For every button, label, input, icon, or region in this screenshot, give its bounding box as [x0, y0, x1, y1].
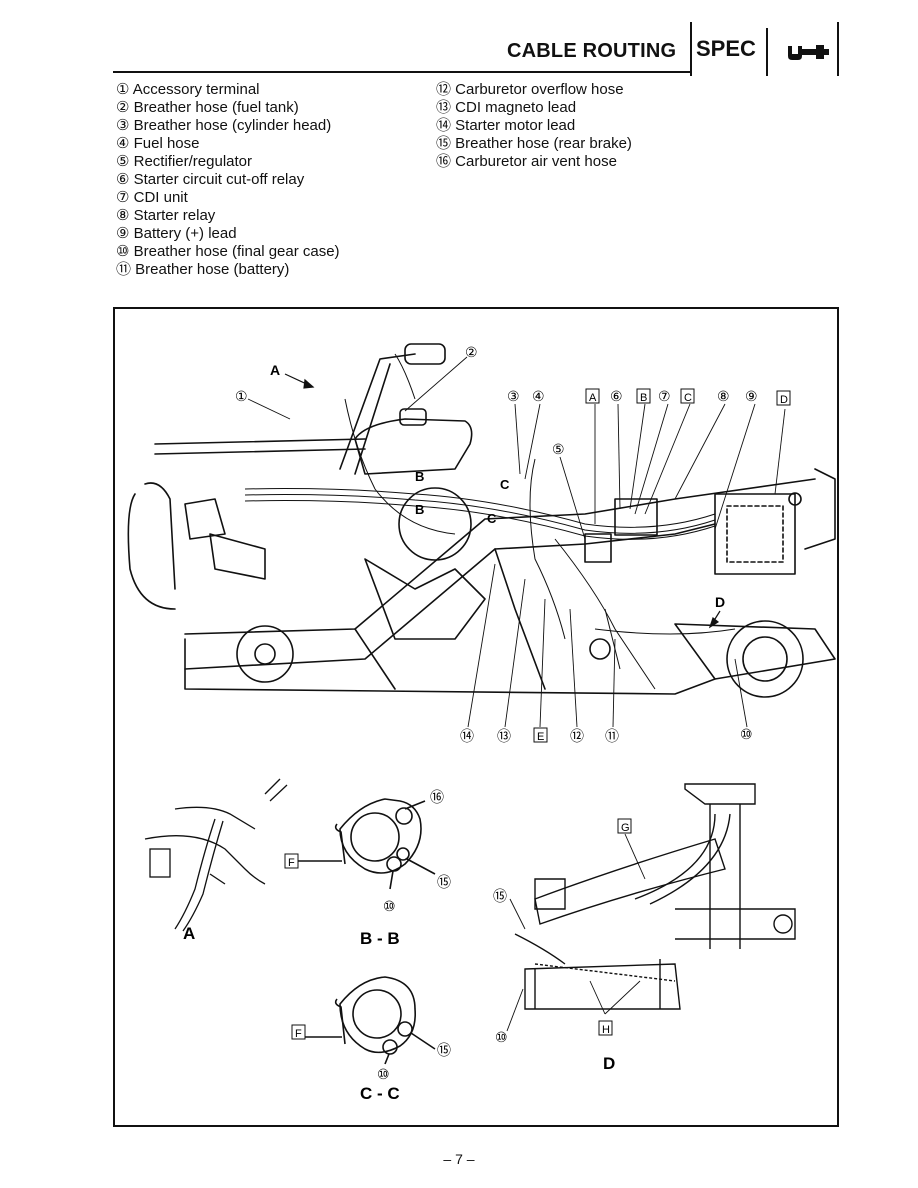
section-callout: ⑩: [495, 1029, 508, 1045]
front-bumper: [127, 493, 176, 610]
legend-item: ⑯ Carburetor air vent hose: [436, 153, 617, 170]
detail-b-label: B - B: [360, 929, 400, 948]
callout: ⑭: [460, 728, 474, 744]
frame-upper-rail: [184, 478, 816, 635]
badge-divider: [837, 22, 839, 76]
section-callout: ⑮: [493, 888, 507, 904]
section-c-marker: C: [487, 511, 497, 526]
steering-column: [339, 353, 416, 470]
callout: ④: [532, 388, 545, 404]
frame-mid-rail: [184, 523, 716, 670]
callout: ⑨: [745, 388, 758, 404]
legend-left: ① Accessory terminal ② Breather hose (fu…: [116, 81, 340, 279]
detail-a-label: A: [183, 924, 195, 943]
callout: ⑪: [605, 728, 619, 744]
section-badge: SPEC: [690, 22, 840, 76]
diagram-frame: A D B B C C ② ③ ④ A ⑥ B ⑦ C ⑧ ⑨ D ① ⑤ ⑭: [113, 307, 839, 1127]
callout: ③: [507, 388, 520, 404]
detail-d-drawing: [514, 783, 796, 1010]
legend-item: ① Accessory terminal: [116, 81, 260, 98]
legend-right: ⑫ Carburetor overflow hose ⑬ CDI magneto…: [436, 81, 632, 171]
rear-fender: [804, 468, 836, 550]
engine-case: [364, 558, 486, 640]
legend-item: ⑤ Rectifier/regulator: [116, 153, 252, 170]
header-rule: [113, 71, 691, 73]
callout: ①: [235, 388, 248, 404]
callout: ⑫: [570, 728, 584, 744]
legend-item: ④ Fuel hose: [116, 135, 200, 152]
callout: A: [589, 392, 597, 404]
handlebar: [154, 438, 366, 445]
rectifier: [584, 533, 612, 563]
legend-item: ⑨ Battery (+) lead: [116, 225, 237, 242]
callout: ⑩: [740, 726, 753, 742]
badge-divider: [690, 22, 692, 76]
wrench-icon: [788, 45, 829, 60]
legend-item: ⑭ Starter motor lead: [436, 117, 576, 134]
callout: D: [780, 394, 788, 406]
callout: E: [537, 731, 544, 743]
callout: ⑤: [552, 441, 565, 457]
view-a-arrow-label: A: [270, 362, 280, 378]
fuel-cap: [399, 408, 427, 426]
legend-item: ③ Breather hose (cylinder head): [116, 117, 332, 134]
cable-bundle: [244, 353, 736, 690]
front-diff: [236, 625, 294, 683]
bottom-callouts: ⑭ ⑬ E ⑫ ⑪ ⑩: [460, 726, 753, 744]
detail-c-drawing: [305, 976, 436, 1065]
section-callout: ⑯: [430, 789, 444, 805]
detail-c-label: C - C: [360, 1084, 400, 1103]
callout: ⑦: [658, 388, 671, 404]
callout: ⑧: [717, 388, 730, 404]
legend-item: ⑧ Starter relay: [116, 207, 216, 224]
legend-item: ⑬ CDI magneto lead: [436, 99, 577, 116]
callout: C: [684, 392, 692, 404]
fuel-tank: [354, 418, 473, 475]
page-number: – 7 –: [443, 1151, 475, 1167]
badge-divider: [766, 28, 768, 76]
battery-box: [714, 493, 796, 575]
legend-item: ⑮ Breather hose (rear brake): [436, 135, 632, 152]
final-gear-case: [726, 620, 804, 698]
callout: ②: [465, 344, 478, 360]
top-callouts: ② ③ ④ A ⑥ B ⑦ C ⑧ ⑨ D ① ⑤: [235, 344, 791, 457]
legend-item: ⑩ Breather hose (final gear case): [116, 243, 340, 260]
page-title: CABLE ROUTING: [507, 40, 677, 62]
detail-d-label: D: [603, 1054, 615, 1073]
section-label: SPEC: [696, 36, 756, 61]
air-filter: [184, 498, 226, 540]
cable-routing-diagram: A D B B C C ② ③ ④ A ⑥ B ⑦ C ⑧ ⑨ D ① ⑤ ⑭: [127, 343, 836, 1103]
section-callout: H: [602, 1024, 610, 1036]
callout: ⑥: [610, 388, 623, 404]
legend-item: ⑫ Carburetor overflow hose: [436, 81, 624, 98]
frame-lower-rail: [184, 638, 716, 695]
section-c-marker: C: [500, 477, 510, 492]
legend-item: ⑪ Breather hose (battery): [116, 261, 290, 278]
legend-item: ⑦ CDI unit: [116, 189, 188, 206]
pivot: [589, 638, 611, 660]
section-b-marker: B: [415, 469, 424, 484]
section-callout: F: [295, 1028, 302, 1040]
grip: [404, 343, 446, 365]
legend-item: ⑥ Starter circuit cut-off relay: [116, 171, 305, 188]
detail-a-drawing: [144, 778, 288, 932]
section-callout: ⑩: [377, 1066, 390, 1082]
section-callout: G: [621, 822, 630, 834]
legend-item: ② Breather hose (fuel tank): [116, 99, 299, 116]
section-callout: F: [288, 857, 295, 869]
callout: ⑬: [497, 728, 511, 744]
rear-swingarm: [674, 623, 836, 680]
detail-b-drawing: [298, 798, 436, 890]
section-callout: ⑮: [437, 874, 451, 890]
section-b-marker: B: [415, 502, 424, 517]
leader-lines: [247, 356, 786, 728]
cdi-unit: [614, 498, 658, 536]
engine-cylinder: [398, 487, 472, 561]
section-callout: ⑮: [437, 1042, 451, 1058]
section-callout: ⑩: [383, 898, 396, 914]
view-d-arrow-label: D: [715, 594, 725, 610]
callout: B: [640, 392, 647, 404]
